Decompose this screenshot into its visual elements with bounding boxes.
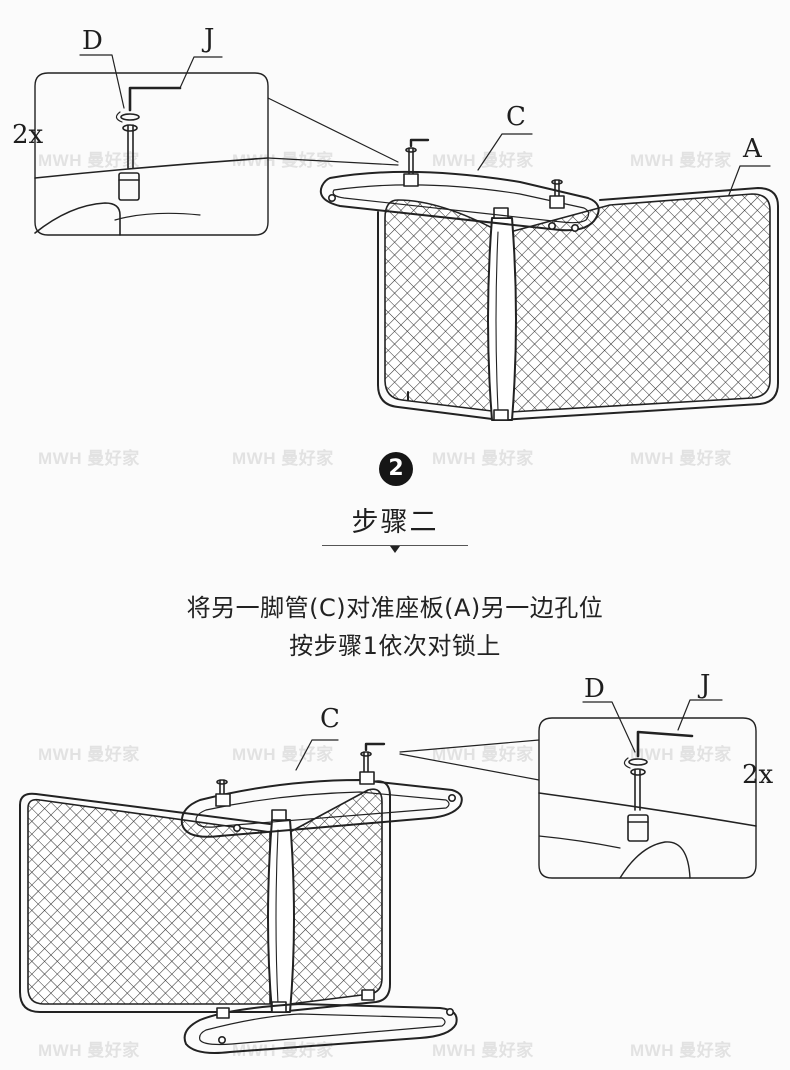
watermark: MWH 曼好家 [232,745,334,764]
label-part-c: C [506,102,526,132]
label-part-d: D [584,674,605,704]
watermark: MWH 曼好家 [232,151,334,170]
label-part-d: D [82,26,103,56]
detail-callout-bottom [399,717,757,879]
step-title-underline [322,545,468,546]
step-number-badge: 2 [379,452,413,486]
label-quantity: 2x [742,760,774,790]
watermark: MWH 曼好家 [432,449,534,468]
watermark: MWH 曼好家 [38,1041,140,1060]
watermark: MWH 曼好家 [432,1041,534,1060]
watermark: MWH 曼好家 [630,449,732,468]
watermark: MWH 曼好家 [630,151,732,170]
instruction-line-1: 将另一脚管(C)对准座板(A)另一边孔位 [186,594,604,622]
step-pointer-icon [390,546,400,553]
watermark: MWH 曼好家 [630,1041,732,1060]
leg-tube-bottom [180,742,463,1054]
label-part-a: A [743,134,762,164]
watermark: MWH 曼好家 [38,151,140,170]
watermark: MWH 曼好家 [232,449,334,468]
label-part-j: J [700,670,711,700]
label-quantity: 2x [12,120,44,150]
instruction-line-2: 按步骤1依次对锁上 [289,632,501,660]
seat-panel-bottom [19,780,391,1013]
label-part-c: C [320,704,340,734]
seat-panel-top [377,187,779,421]
leg-tube-top [319,138,600,233]
label-part-j: J [204,24,215,54]
watermark: MWH 曼好家 [630,745,732,764]
watermark: MWH 曼好家 [38,449,140,468]
step-title: 步骤二 [351,507,439,538]
detail-callout-top [34,72,399,236]
watermark: MWH 曼好家 [38,745,140,764]
watermark: MWH 曼好家 [432,151,534,170]
watermark: MWH 曼好家 [432,745,534,764]
